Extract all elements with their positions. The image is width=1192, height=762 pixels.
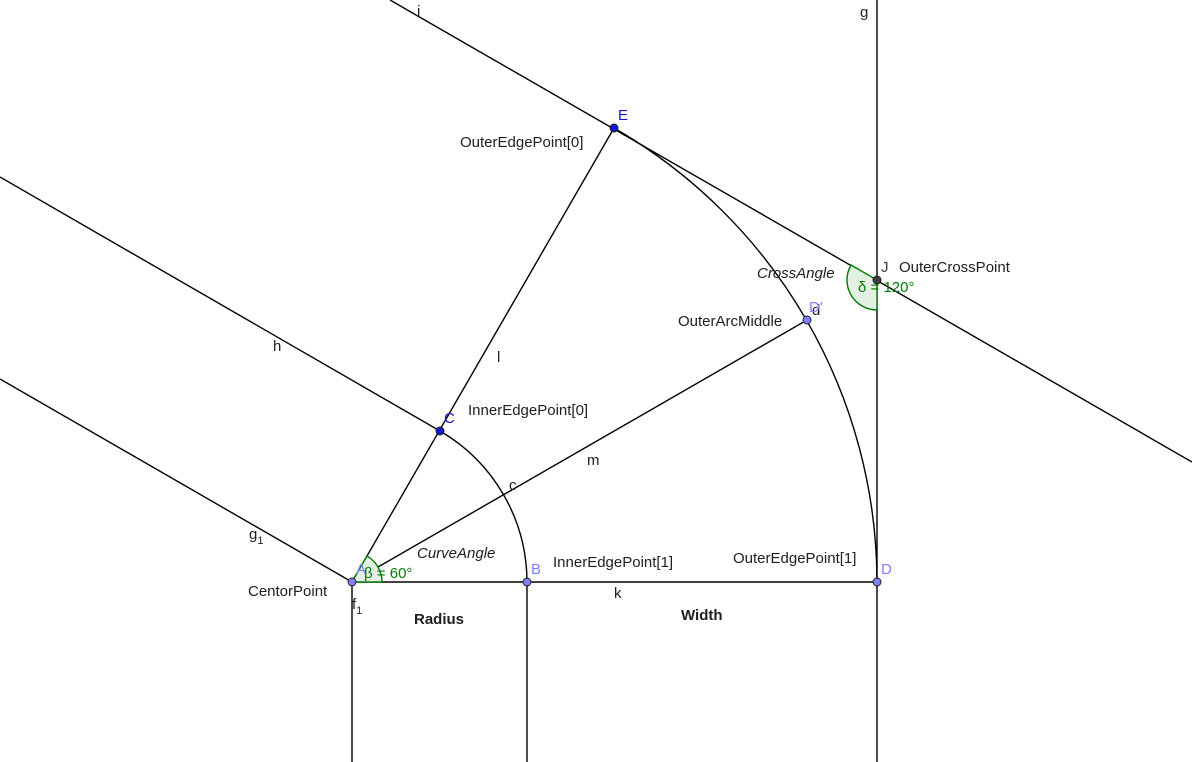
- point-label-d: D: [881, 561, 892, 578]
- line-h[interactable]: [0, 176, 441, 432]
- segment-l[interactable]: [351, 127, 615, 583]
- line-i[interactable]: [389, 0, 1192, 463]
- point-label-a: A: [356, 561, 366, 578]
- angle-beta-marker[interactable]: [350, 555, 383, 583]
- caption-curve-angle: CurveAngle: [417, 545, 495, 562]
- point-j[interactable]: [872, 275, 882, 285]
- point-d-prime[interactable]: [802, 315, 812, 325]
- angle-delta-marker[interactable]: [846, 264, 878, 311]
- angle-value-delta: δ = 120°: [858, 279, 914, 296]
- line-g1[interactable]: [0, 378, 353, 583]
- arc-label-c: c: [509, 477, 517, 494]
- caption-inner-edge-point-1: InnerEdgePoint[1]: [553, 554, 673, 571]
- point-a[interactable]: [347, 577, 357, 587]
- point-b[interactable]: [522, 577, 532, 587]
- line-label-i: i: [417, 3, 420, 20]
- arc-label-d: d: [812, 302, 820, 319]
- segment-label-m: m: [587, 452, 600, 469]
- point-d[interactable]: [872, 577, 882, 587]
- line-label-g1: g1: [249, 526, 263, 547]
- point-label-d-prime: D': [809, 299, 823, 316]
- angle-value-beta: β = 60°: [364, 565, 412, 582]
- line-label-g: g: [860, 4, 868, 21]
- dimension-label-width: Width: [681, 607, 723, 624]
- point-c[interactable]: [435, 426, 445, 436]
- caption-outer-cross-point: OuterCrossPoint: [899, 259, 1011, 276]
- caption-outer-edge-point-0: OuterEdgePoint[0]: [460, 134, 583, 151]
- segment-label-k: k: [614, 585, 622, 602]
- point-label-b: B: [531, 561, 541, 578]
- caption-centor-point: CentorPoint: [248, 583, 328, 600]
- line-label-f1: f1: [352, 596, 362, 617]
- segment-label-l: l: [497, 349, 500, 366]
- segment-m[interactable]: [351, 319, 808, 583]
- dimension-label-radius: Radius: [414, 611, 464, 628]
- arc-c[interactable]: [439, 430, 528, 583]
- line-label-h: h: [273, 338, 281, 355]
- caption-cross-angle: CrossAngle: [757, 265, 835, 282]
- point-label-j: J: [881, 259, 889, 276]
- point-label-c: C: [444, 410, 455, 427]
- point-label-e: E: [618, 107, 628, 124]
- caption-inner-edge-point-0: InnerEdgePoint[0]: [468, 402, 588, 419]
- caption-outer-arc-middle: OuterArcMiddle: [678, 313, 782, 330]
- caption-outer-edge-point-1: OuterEdgePoint[1]: [733, 550, 856, 567]
- point-e[interactable]: [609, 123, 619, 133]
